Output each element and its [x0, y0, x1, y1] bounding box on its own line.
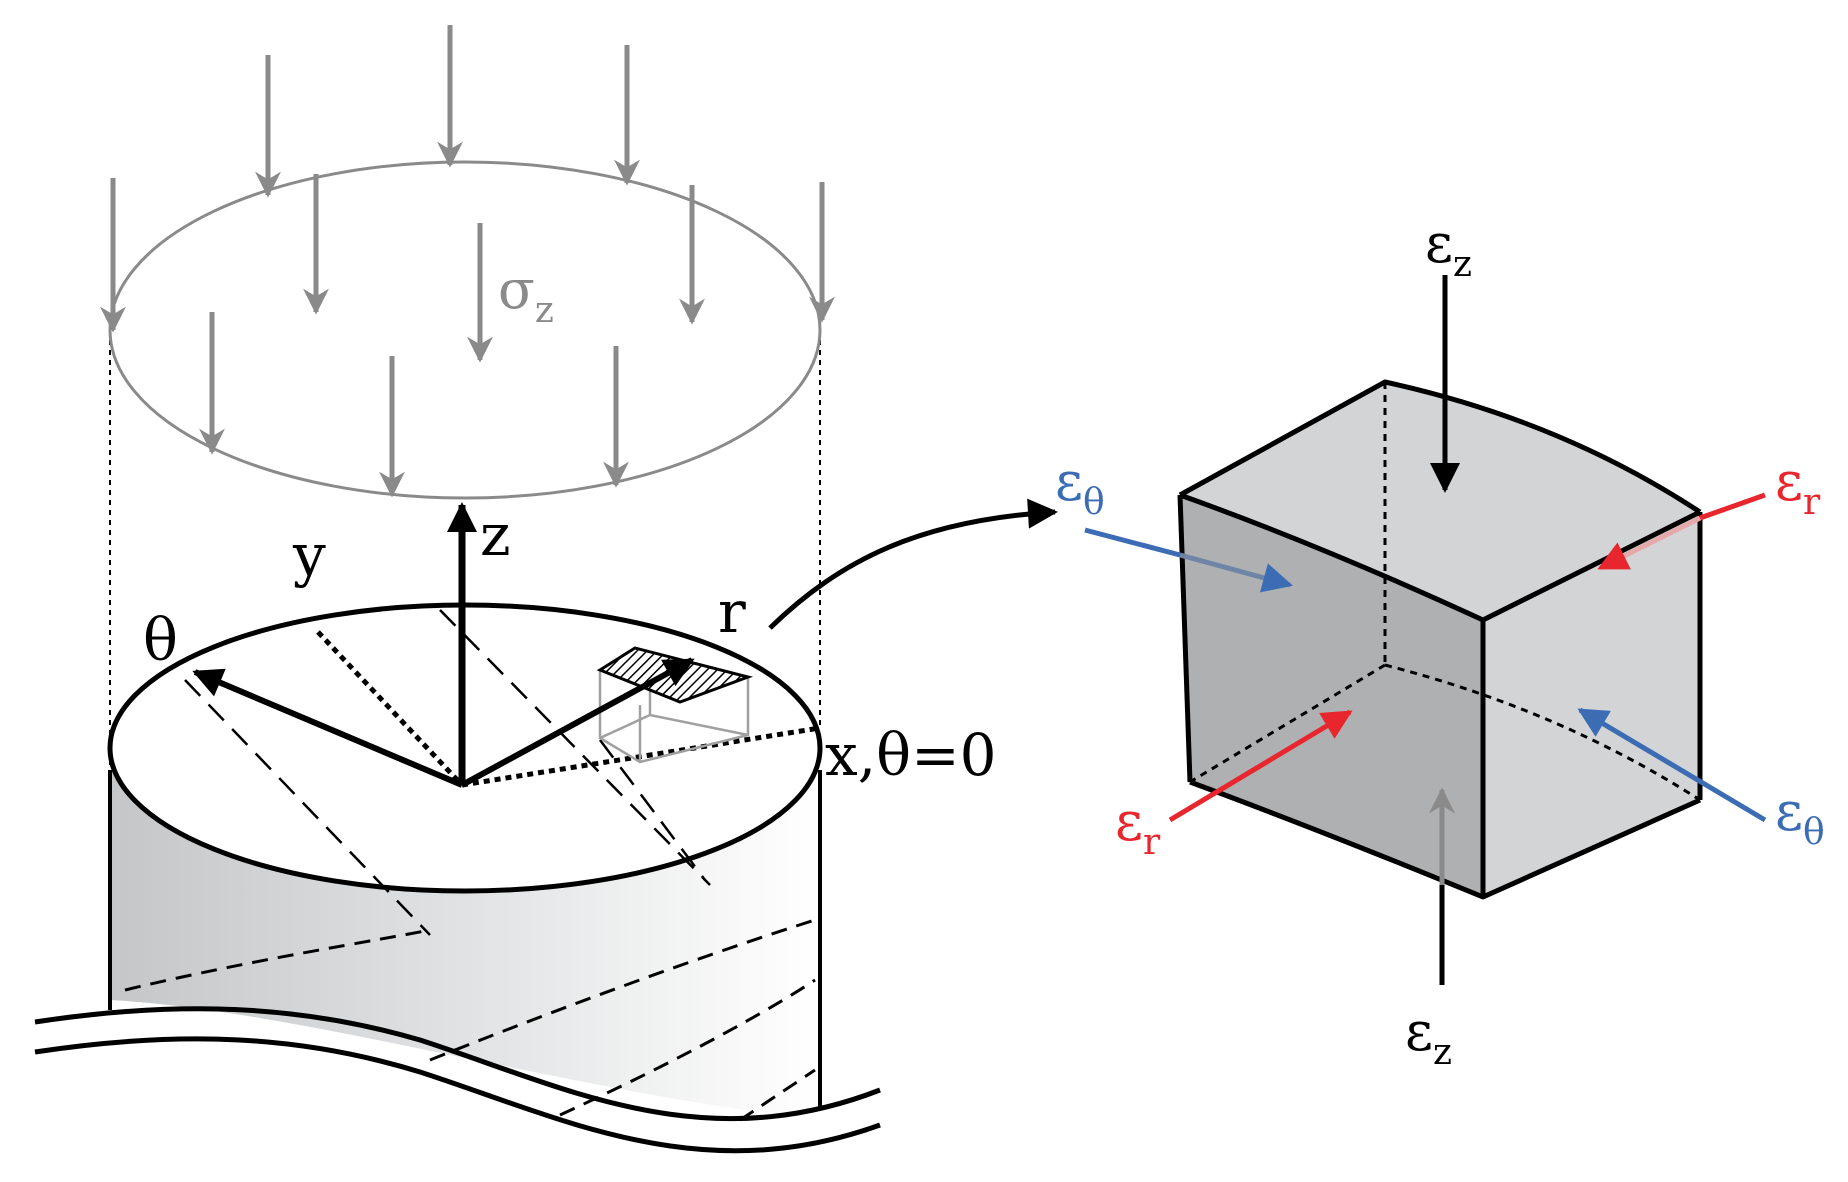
strain-cube: εz εz εθ εθ εr εr — [1055, 212, 1825, 1073]
sigma-z-label: σz — [498, 258, 554, 331]
eps-z-top-label: εz — [1425, 212, 1472, 285]
eps-theta-left-label: εθ — [1055, 450, 1105, 523]
eps-symbol: ε — [1405, 1000, 1433, 1063]
cube-hidden-edges — [1189, 382, 1701, 802]
eps-theta-right-arrow — [1577, 707, 1767, 823]
x-axis-label: x,θ=0 — [825, 721, 997, 789]
eps-subscript: θ — [1803, 812, 1825, 853]
eps-symbol: ε — [1775, 780, 1803, 843]
theta-axis-arrow — [192, 668, 464, 788]
y-axis-label: y — [292, 521, 326, 589]
cylinder-figure: σz z y θ r x,θ=0 — [34, 25, 997, 1154]
cube-left-face — [1180, 495, 1483, 897]
load-ellipse — [108, 160, 822, 500]
theta-axis-label: θ — [143, 606, 178, 674]
eps-r-right-arrow-out — [1699, 492, 1766, 521]
y-axis-dotted — [316, 630, 464, 787]
sigma-symbol: σ — [498, 258, 535, 321]
eps-subscript: r — [1143, 822, 1161, 863]
eps-symbol: ε — [1055, 450, 1083, 513]
eps-theta-left-arrow-in — [1179, 552, 1293, 593]
eps-subscript: θ — [1083, 482, 1105, 523]
eps-subscript: z — [1433, 1032, 1452, 1073]
eps-symbol: ε — [1115, 790, 1143, 853]
helical-dashes — [124, 918, 816, 1122]
eps-r-left-arrow — [1168, 709, 1353, 823]
load-arrows — [100, 25, 835, 498]
eps-theta-left-arrow-out — [1084, 527, 1181, 558]
cut-lines — [34, 1006, 881, 1154]
eps-r-right-label: εr — [1775, 450, 1821, 523]
eps-subscript: r — [1803, 482, 1821, 523]
eps-symbol: ε — [1775, 450, 1803, 513]
eps-r-left-label: εr — [1115, 790, 1161, 863]
top-face-dashes — [184, 609, 711, 936]
eps-theta-right-label: εθ — [1775, 780, 1825, 853]
eps-subscript: z — [1453, 244, 1472, 285]
eps-symbol: ε — [1425, 212, 1453, 275]
eps-r-right-arrow-in — [1597, 515, 1702, 571]
sigma-subscript: z — [535, 290, 554, 331]
z-axis-label: z — [480, 501, 511, 569]
r-axis-arrow — [460, 657, 695, 788]
r-axis-label: r — [718, 578, 746, 646]
zoom-connector-arrow — [768, 498, 1058, 630]
eps-z-bottom-label: εz — [1405, 1000, 1452, 1073]
cube-edges — [1177, 379, 1703, 900]
cube-right-face — [1483, 512, 1700, 897]
